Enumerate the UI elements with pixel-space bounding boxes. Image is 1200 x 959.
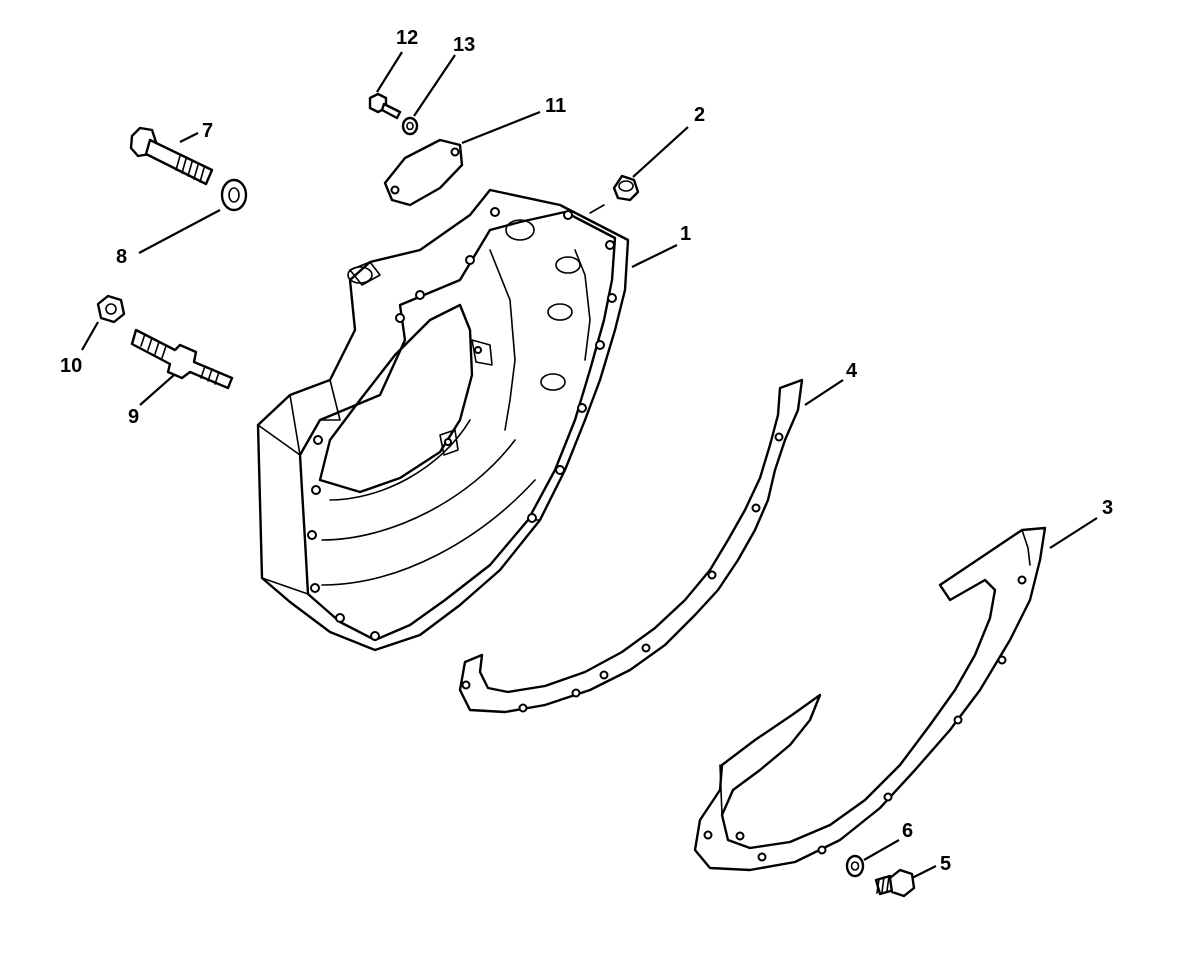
bolt-5 [874, 868, 916, 898]
callout-11: 11 [545, 95, 566, 117]
washer-6 [845, 854, 865, 878]
callout-1: 1 [680, 223, 691, 245]
plug [589, 174, 640, 214]
callout-12: 12 [396, 27, 418, 49]
callout-labels: 1 2 3 4 5 6 7 8 9 10 11 12 13 [60, 27, 1113, 875]
flywheel-housing [256, 188, 630, 652]
callout-4: 4 [846, 360, 858, 382]
callout-13: 13 [453, 34, 475, 56]
washer-8 [220, 178, 248, 212]
callout-6: 6 [902, 820, 913, 842]
small-cover [383, 138, 464, 207]
cover-plate [693, 526, 1047, 872]
bolt-long [129, 126, 214, 186]
callout-10: 10 [60, 355, 82, 377]
stud-9 [130, 328, 234, 390]
nut-10 [96, 294, 126, 324]
callout-9: 9 [128, 406, 139, 428]
callout-8: 8 [116, 246, 127, 268]
leader-lines [81, 51, 1098, 879]
screw-12 [368, 92, 402, 120]
gasket [458, 378, 804, 714]
callout-3: 3 [1102, 497, 1113, 519]
callout-7: 7 [202, 120, 213, 142]
callout-2: 2 [694, 104, 705, 126]
callout-5: 5 [940, 853, 951, 875]
washer-13 [401, 116, 419, 136]
